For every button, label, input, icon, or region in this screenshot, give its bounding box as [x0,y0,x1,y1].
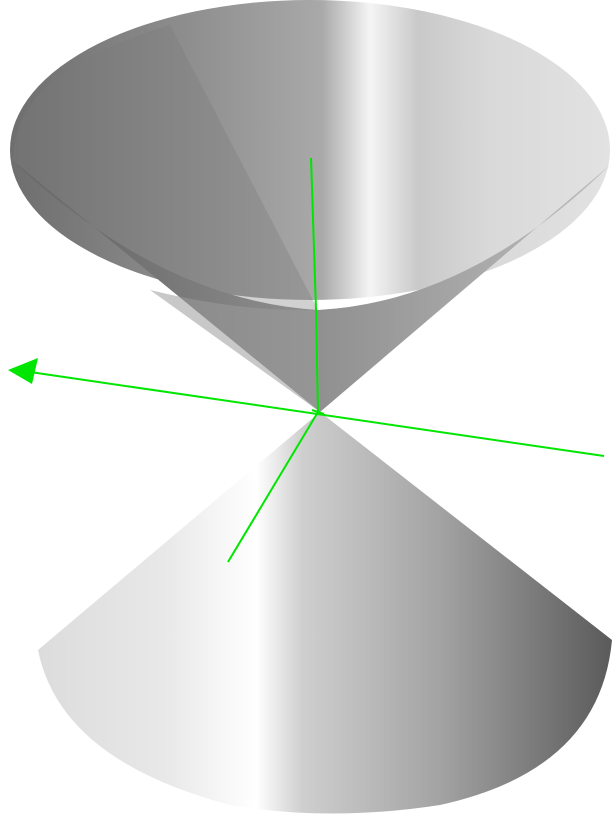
x-axis-arrowhead [8,358,38,384]
upper-cone-front-sheen [150,290,320,412]
origin-tick [311,409,325,415]
z-axis-mid [315,309,319,413]
upper-cone-rim [10,0,610,300]
y-axis [227,411,319,563]
upper-cone-shadow [12,25,318,310]
lower-cone-surface [38,412,612,814]
coordinate-axes [29,157,605,563]
z-axis-upper [310,157,317,311]
